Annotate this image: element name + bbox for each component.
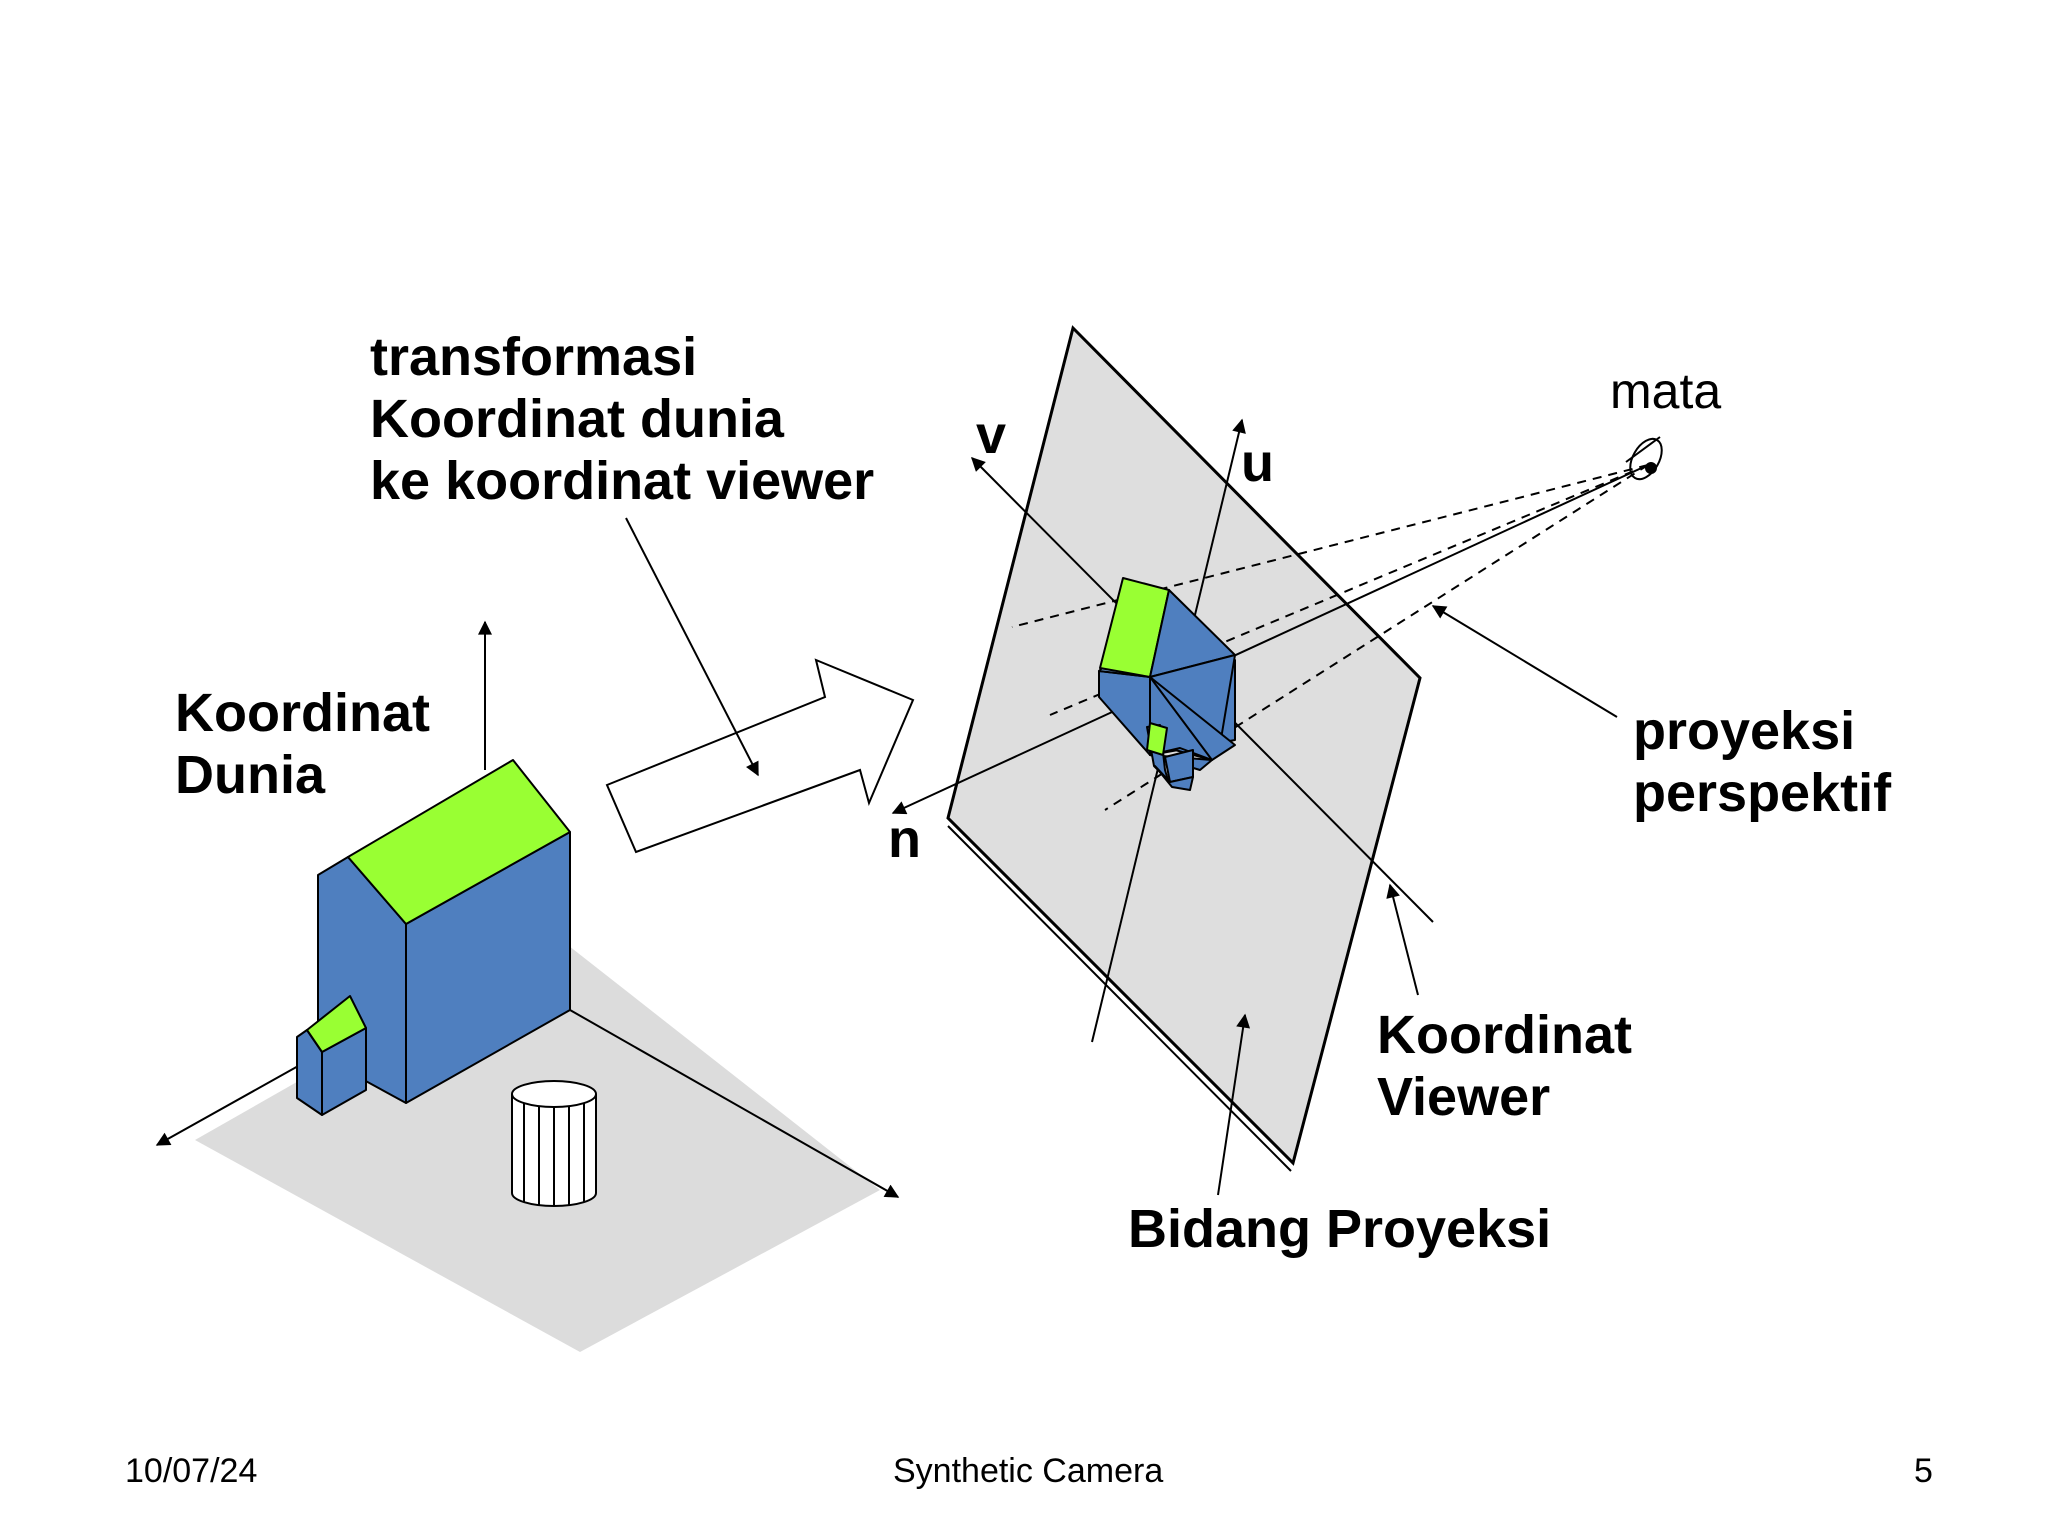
wireframe-cylinder: [511, 1080, 597, 1207]
perspective-label-line1: proyeksi: [1633, 701, 1856, 761]
footer-date: 10/07/24: [125, 1452, 258, 1490]
world-scene: [155, 620, 900, 1352]
transform-pointer: [625, 517, 759, 777]
viewer-axis-n: [891, 464, 1649, 815]
viewer-coordinates-label: Koordinat Viewer: [1377, 1004, 1632, 1128]
plane-edge-shadow: [947, 825, 1292, 1172]
world-axis-right: [569, 1009, 900, 1198]
projected-house: [1098, 577, 1236, 791]
perspective-projection-label: proyeksi perspektif: [1633, 700, 1891, 824]
viewer-scene: [891, 325, 1663, 1196]
axis-v-label: v: [976, 405, 1007, 465]
world-coordinates-label: Koordinat Dunia: [175, 682, 430, 806]
footer-title: Synthetic Camera: [893, 1452, 1164, 1490]
plane-pointer: [1217, 1013, 1251, 1196]
world-label-line1: Koordinat: [175, 683, 430, 743]
annex-roof: [306, 995, 367, 1053]
transform-label-line3: ke koordinat viewer: [370, 451, 875, 511]
transform-block-arrow: [605, 658, 915, 854]
house-roof: [347, 759, 571, 925]
transform-label-line1: transformasi: [370, 327, 698, 387]
eye-icon: [1625, 436, 1663, 481]
perspective-label-line2: perspektif: [1633, 763, 1892, 823]
viewer-label-line1: Koordinat: [1377, 1005, 1632, 1065]
axis-u-label: u: [1241, 433, 1274, 493]
eye-label: mata: [1610, 363, 1722, 419]
footer-page-number: 5: [1914, 1452, 1933, 1490]
transform-label-line2: Koordinat dunia: [370, 389, 784, 449]
world-label-line2: Dunia: [175, 745, 326, 805]
viewer-label-line2: Viewer: [1377, 1067, 1551, 1127]
projection-plane-label: Bidang Proyeksi: [1128, 1199, 1552, 1259]
world-axis-left: [155, 1064, 301, 1146]
viewer-pointer: [1386, 883, 1419, 996]
transform-label: transformasi Koordinat dunia ke koordina…: [370, 326, 874, 512]
axis-n-label: n: [888, 809, 921, 869]
projected-annex-roof: [1146, 722, 1168, 756]
perspective-pointer: [1431, 605, 1618, 718]
